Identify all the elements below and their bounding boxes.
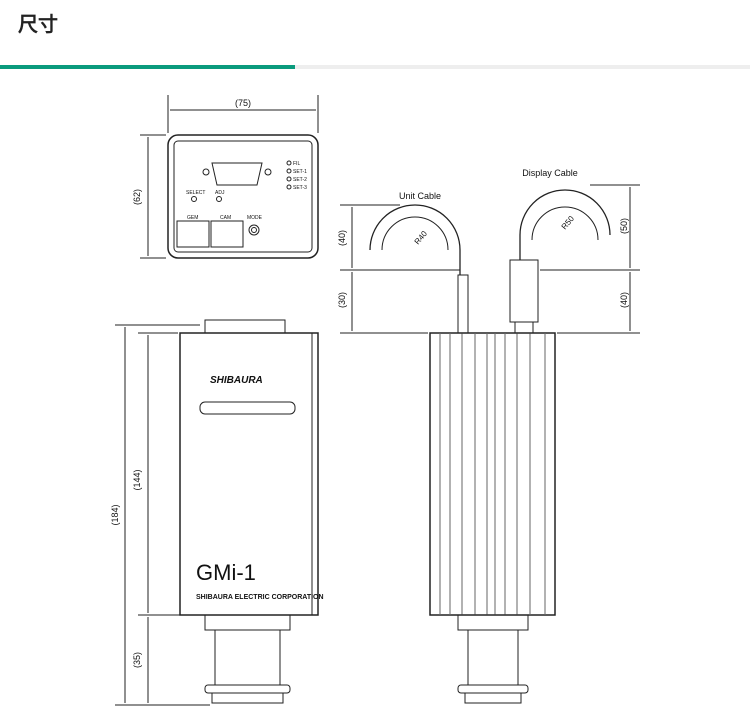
side-view: Unit Cable Display Cable R40 R50 (40) (3… [337,168,640,704]
led-label: SET-1 [293,169,307,175]
dim-unit-cable-top: (40) [337,230,347,246]
brand-logo: SHIBAURA [210,375,263,386]
display-cable-label: Display Cable [522,168,578,178]
led-label: SET-2 [293,177,307,183]
dim-neck: (35) [132,652,142,668]
led-label: FIL [293,161,300,167]
front-body-view: SHIBAURA GMi-1 SHIBAURA ELECTRIC CORPORA… [110,319,324,706]
dsub-connector [211,162,263,186]
section-title: 尺寸 [18,14,58,36]
dim-display-cable-top: (50) [619,218,629,234]
dim-width: (75) [235,98,251,108]
rj45-port [210,220,244,248]
mode-label: MODE [247,215,263,221]
unit-cable-label: Unit Cable [399,191,441,201]
dim-unit-cable-bottom: (30) [337,292,347,308]
company-name: SHIBAURA ELECTRIC CORPORATION [196,594,324,601]
dim-total: (184) [110,504,120,525]
unit-cable [369,204,461,275]
select-label: SELECT [186,190,205,196]
display-radius: R50 [560,214,577,231]
port2-label: CAM [220,215,231,221]
dim-display-cable-bottom: (40) [619,292,629,308]
adj-label: ADJ [215,190,225,196]
port1-label: GEM [187,215,198,221]
rj45-port [176,220,210,248]
section-divider [0,65,750,69]
led-label: SET-3 [293,185,307,191]
front-panel-view: (75) (62) FIL SET-1 SET-2 SET-3 SELECT A… [132,95,319,259]
dim-body: (144) [132,469,142,490]
model-name: GMi-1 [196,560,256,585]
unit-radius: R40 [413,229,430,246]
dim-front-height: (62) [132,189,142,205]
display-cable [519,189,611,260]
divider-accent [0,65,295,69]
